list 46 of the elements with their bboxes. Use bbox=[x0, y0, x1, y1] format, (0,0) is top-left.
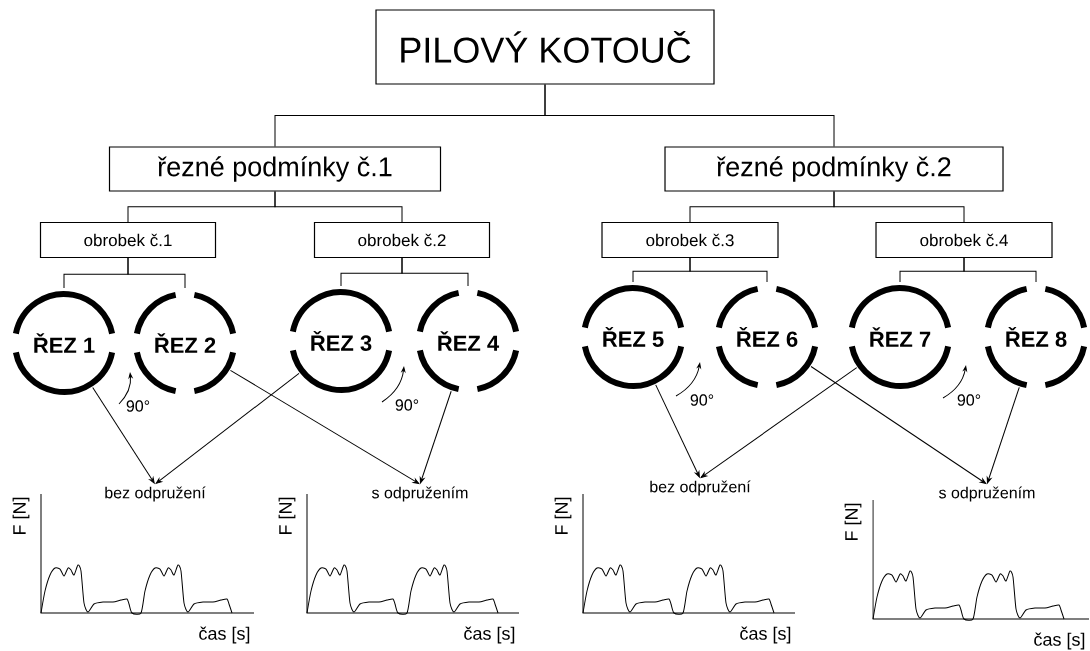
cut-ring: ŘEZ 8 bbox=[984, 285, 1088, 389]
workpiece-box: obrobek č.4 bbox=[875, 221, 1053, 259]
arrow bbox=[655, 384, 700, 478]
result-label: bez odpružení bbox=[650, 480, 751, 496]
condition-box: řezné podmínky č.2 bbox=[664, 146, 1004, 192]
result-label: s odpružením bbox=[371, 486, 468, 502]
axis-label: čas [s] bbox=[1034, 632, 1085, 650]
arrow bbox=[155, 372, 300, 484]
axis-label: čas [s] bbox=[464, 626, 515, 644]
cut-ring: ŘEZ 6 bbox=[715, 285, 819, 389]
connector-line bbox=[127, 257, 186, 289]
connector-line bbox=[689, 257, 768, 283]
connector-line bbox=[963, 257, 1037, 283]
workpiece-box: obrobek č.1 bbox=[39, 221, 217, 259]
title-box: PILOVÝ KOTOUČ bbox=[375, 9, 715, 85]
result-label: s odpružením bbox=[939, 486, 1035, 502]
connector-line bbox=[401, 257, 469, 287]
axis-label: F [N] bbox=[278, 497, 296, 535]
axis-label: F [N] bbox=[844, 503, 862, 541]
arrow bbox=[810, 366, 987, 484]
angle-label: 90° bbox=[126, 400, 150, 412]
workpiece-box: obrobek č.3 bbox=[601, 221, 779, 259]
cut-ring: ŘEZ 7 bbox=[848, 285, 952, 389]
result-label: bez odpružení bbox=[105, 486, 206, 502]
cut-ring: ŘEZ 2 bbox=[133, 291, 237, 395]
arrow bbox=[419, 390, 452, 484]
angle-label: 90° bbox=[690, 394, 714, 406]
arrow bbox=[92, 387, 155, 484]
connector-line bbox=[544, 84, 835, 147]
axis-label: F [N] bbox=[554, 497, 572, 535]
arrow bbox=[700, 367, 858, 478]
axis-label: čas [s] bbox=[199, 626, 250, 644]
cut-ring: ŘEZ 4 bbox=[416, 289, 520, 393]
axis-label: F [N] bbox=[12, 497, 30, 535]
connector-line bbox=[833, 191, 965, 223]
angle-label: 90° bbox=[957, 394, 981, 406]
angle-label: 90° bbox=[395, 399, 419, 411]
axis-label: čas [s] bbox=[740, 626, 791, 644]
arrow bbox=[986, 386, 1020, 484]
cut-ring: ŘEZ 5 bbox=[581, 285, 685, 389]
arrow bbox=[229, 369, 420, 484]
cut-ring: ŘEZ 1 bbox=[12, 291, 116, 395]
cut-ring: ŘEZ 3 bbox=[289, 289, 393, 393]
workpiece-box: obrobek č.2 bbox=[313, 221, 491, 259]
condition-box: řezné podmínky č.1 bbox=[108, 146, 442, 192]
connector-line bbox=[274, 191, 403, 223]
